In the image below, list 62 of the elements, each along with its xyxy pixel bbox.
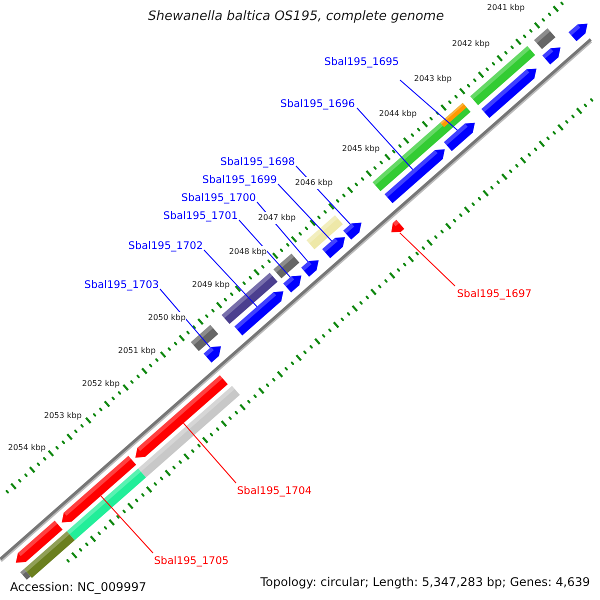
leader-line — [160, 288, 211, 348]
leader-line — [399, 232, 456, 286]
feature-bar — [470, 46, 536, 106]
gene-feature — [62, 456, 136, 522]
feature-bar — [66, 468, 146, 540]
gene-feature — [322, 237, 345, 258]
feature-bar — [190, 324, 218, 352]
scale-label: 2044 kbp — [379, 108, 417, 120]
gene-label: Sbal195_1699 — [202, 174, 277, 186]
gene-label: Sbal195_1697 — [457, 288, 532, 300]
gene-feature — [204, 346, 221, 363]
scale-label: 2050 kbp — [148, 312, 186, 324]
leader-line — [356, 108, 414, 170]
scale-label: 2046 kbp — [295, 177, 333, 189]
feature-bar — [440, 102, 467, 128]
feature-bar — [306, 215, 343, 250]
feature-bar — [138, 386, 240, 478]
scale-label: 2054 kbp — [8, 442, 46, 454]
leader-line — [278, 184, 332, 242]
feature-bar — [534, 28, 556, 50]
scale-label: 2041 kbp — [487, 2, 525, 14]
gene-feature — [16, 520, 63, 563]
feature-bar — [20, 569, 31, 580]
leader-line — [183, 422, 236, 484]
gene-feature — [391, 220, 404, 232]
gene-feature — [343, 222, 362, 240]
leader-line — [204, 250, 258, 308]
gene-feature — [384, 149, 445, 204]
leader-line — [100, 495, 154, 554]
gene-feature — [542, 47, 560, 64]
gene-label: Sbal195_1695 — [324, 56, 399, 68]
leader-line — [400, 80, 458, 131]
scale-label: 2043 kbp — [414, 73, 452, 85]
scale-label: 2045 kbp — [342, 143, 380, 155]
gene-feature — [234, 291, 284, 336]
gene-label: Sbal195_1703 — [84, 279, 159, 291]
map-title: Shewanella baltica OS195, complete genome — [147, 11, 445, 23]
genome-summary-text: Topology: circular; Length: 5,347,283 bp; Genes: 4,639 — [260, 576, 590, 588]
feature-bar — [273, 254, 300, 278]
gene-feature — [568, 24, 588, 42]
scale-label: 2042 kbp — [452, 38, 490, 50]
scale-label: 2052 kbp — [82, 378, 120, 390]
gene-label: Sbal195_1696 — [280, 98, 355, 110]
scale-label: 2051 kbp — [118, 345, 156, 357]
gene-label: Sbal195_1704 — [237, 485, 312, 497]
gene-label: Sbal195_1701 — [163, 210, 238, 222]
scale-label: 2053 kbp — [44, 410, 82, 422]
gene-label: Sbal195_1698 — [220, 156, 295, 168]
gene-label: Sbal195_1702 — [128, 240, 203, 252]
scale-label: 2049 kbp — [192, 279, 230, 291]
scale-label: 2047 kbp — [258, 212, 296, 224]
feature-bar — [24, 531, 75, 578]
leader-line — [238, 220, 291, 278]
scale-label: 2048 kbp — [229, 246, 267, 258]
gene-feature — [283, 276, 302, 292]
gene-feature — [301, 260, 319, 277]
gene-feature — [135, 375, 228, 458]
gene-label: Sbal195_1700 — [181, 192, 256, 204]
gene-feature — [444, 122, 475, 152]
gene-feature — [481, 68, 536, 118]
gene-label: Sbal195_1705 — [154, 555, 229, 567]
accession-text: Accession: NC_009997 — [10, 581, 146, 593]
